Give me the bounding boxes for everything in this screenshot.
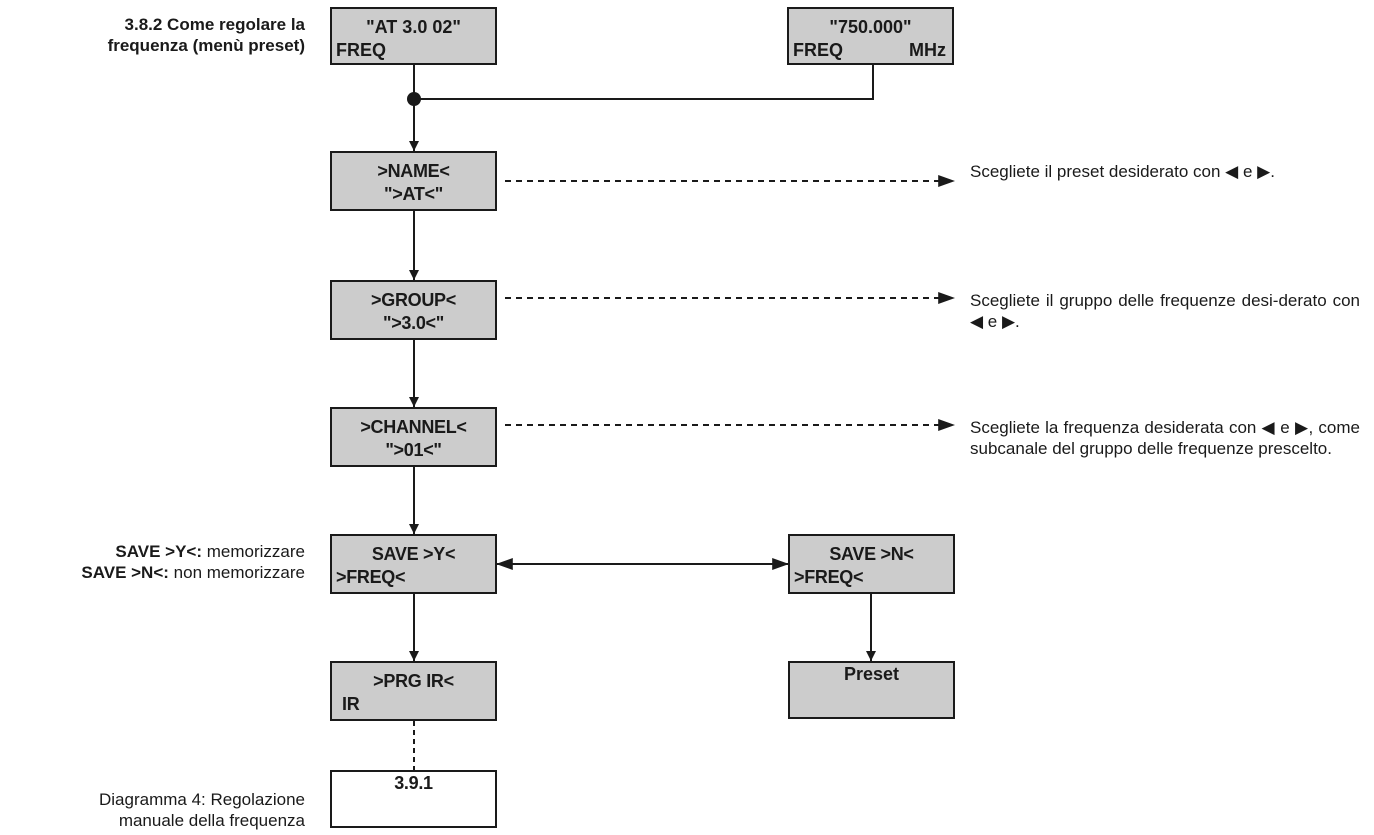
display-save-yes-line2: >FREQ<: [336, 567, 406, 587]
section-heading-line2: frequenza (menù preset): [107, 36, 305, 55]
display-preset-label: Preset: [843, 664, 900, 684]
display-name-line2: ">AT<": [384, 184, 443, 204]
display-save-no-line1: SAVE >N<: [829, 544, 914, 564]
display-save-yes: SAVE >Y< >FREQ<: [330, 534, 497, 594]
display-top-right-line2-right: MHz: [909, 40, 946, 60]
display-preset: Preset: [788, 661, 955, 719]
top-right-return: [414, 65, 874, 100]
display-prg-ir-line1: >PRG IR<: [373, 671, 454, 691]
display-channel-line1: >CHANNEL<: [360, 417, 467, 437]
display-name-line1: >NAME<: [377, 161, 450, 181]
save-legend-yes-key: SAVE >Y<:: [115, 542, 203, 561]
display-name: >NAME< ">AT<": [330, 151, 497, 211]
save-legend-no-text: non memorizzare: [168, 563, 305, 582]
note-group: Scegliete il gruppo delle frequenze desi…: [970, 291, 1360, 331]
save-legend-yes: SAVE >Y<: memorizzare: [0, 541, 305, 562]
diagram-caption-line1: Diagramma 4: Regolazione: [99, 790, 305, 809]
display-save-yes-line1: SAVE >Y<: [371, 544, 456, 564]
section-heading: 3.8.2 Come regolare la frequenza (menù p…: [10, 14, 305, 56]
display-top-right: "750.000" FREQ MHz: [787, 7, 954, 65]
display-top-right-line2-left: FREQ: [793, 40, 844, 60]
display-top-left-line1: "AT 3.0 02": [366, 17, 461, 37]
reference-box-391-label: 3.9.1: [394, 773, 433, 793]
display-channel-line2: ">01<": [385, 440, 442, 460]
display-group-line2: ">3.0<": [382, 313, 444, 333]
display-group: >GROUP< ">3.0<": [330, 280, 497, 340]
note-channel: Scegliete la frequenza desiderata con ◀ …: [970, 418, 1360, 458]
diagram-caption: Diagramma 4: Regolazione manuale della f…: [0, 789, 305, 831]
display-top-left: "AT 3.0 02" FREQ: [330, 7, 497, 65]
display-group-line1: >GROUP<: [371, 290, 456, 310]
save-legend-no-key: SAVE >N<:: [81, 563, 169, 582]
save-legend-no: SAVE >N<: non memorizzare: [0, 562, 305, 583]
save-legend: SAVE >Y<: memorizzare SAVE >N<: non memo…: [0, 541, 305, 583]
junction-dot: [407, 92, 421, 106]
section-heading-line1: 3.8.2 Come regolare la: [124, 15, 305, 34]
display-prg-ir: >PRG IR< IR: [330, 661, 497, 721]
display-save-no-line2: >FREQ<: [794, 567, 864, 587]
diagram-caption-line2: manuale della frequenza: [118, 811, 305, 830]
display-prg-ir-line2: IR: [342, 694, 360, 714]
note-name: Scegliete il preset desiderato con ◀ e ▶…: [970, 162, 1275, 181]
display-top-right-line1: "750.000": [829, 17, 912, 37]
display-channel: >CHANNEL< ">01<": [330, 407, 497, 467]
reference-box-391: 3.9.1: [330, 770, 497, 828]
display-top-left-line2: FREQ: [336, 40, 387, 60]
display-save-no: SAVE >N< >FREQ<: [788, 534, 955, 594]
save-legend-yes-text: memorizzare: [202, 542, 305, 561]
